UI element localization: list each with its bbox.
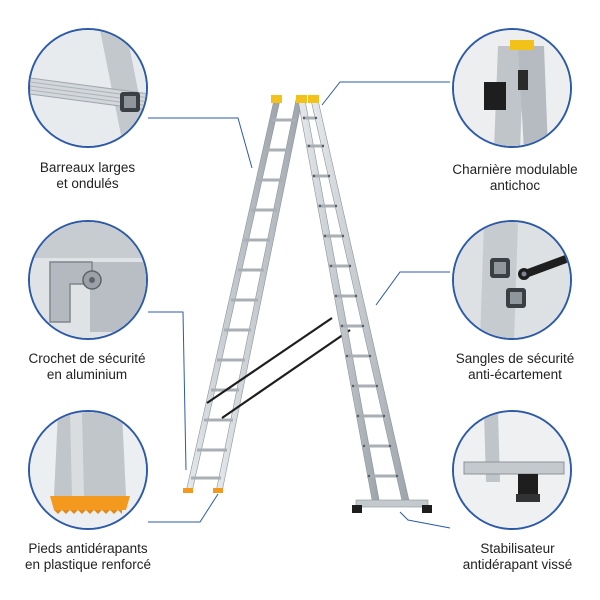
inset-feet <box>28 410 148 530</box>
inset-hook <box>28 220 148 340</box>
caption-straps-line2: anti-écartement <box>468 367 562 382</box>
ladder-front-section <box>297 99 432 513</box>
caption-stabilizer-line1: Stabilisateur <box>480 541 555 556</box>
caption-hinge-line1: Charnière modulable <box>452 162 578 177</box>
caption-hook: Crochet de sécurité en aluminium <box>12 351 162 383</box>
caption-rungs-line2: et ondulés <box>56 176 119 191</box>
caption-stabilizer-line2: antidérapant vissé <box>462 557 573 572</box>
caption-straps-line1: Sangles de sécurité <box>455 351 575 366</box>
inset-straps <box>452 220 572 340</box>
inset-stabilizer <box>452 410 572 530</box>
leader-lines <box>148 81 451 529</box>
caption-feet-line2: en plastique renforcé <box>24 557 152 572</box>
caption-hinge-line2: antichoc <box>489 178 541 193</box>
leader-line-bottom-left <box>148 493 219 523</box>
ladder-hinges <box>271 95 319 103</box>
caption-hook-line2: en aluminium <box>46 367 128 382</box>
caption-hook-line1: Crochet de sécurité <box>28 351 146 366</box>
caption-hinge: Charnière modulable antichoc <box>440 162 590 194</box>
inset-hinge <box>452 28 572 148</box>
caption-feet: Pieds antidérapants en plastique renforc… <box>8 541 168 573</box>
leader-line-middle-right <box>375 271 450 306</box>
leader-line-middle-left <box>148 311 187 471</box>
caption-rungs: Barreaux larges et ondulés <box>20 160 155 192</box>
caption-feet-line1: Pieds antidérapants <box>28 541 148 556</box>
safety-straps <box>206 317 351 419</box>
caption-rungs-line1: Barreaux larges <box>39 160 136 175</box>
leader-line-top-right <box>321 81 450 106</box>
inset-rungs <box>28 28 148 148</box>
caption-stabilizer: Stabilisateur antidérapant vissé <box>445 541 590 573</box>
ladder-back-section <box>183 99 303 493</box>
leader-line-top-left <box>148 117 253 169</box>
caption-straps: Sangles de sécurité anti-écartement <box>440 351 590 383</box>
leader-line-bottom-right <box>399 511 451 529</box>
